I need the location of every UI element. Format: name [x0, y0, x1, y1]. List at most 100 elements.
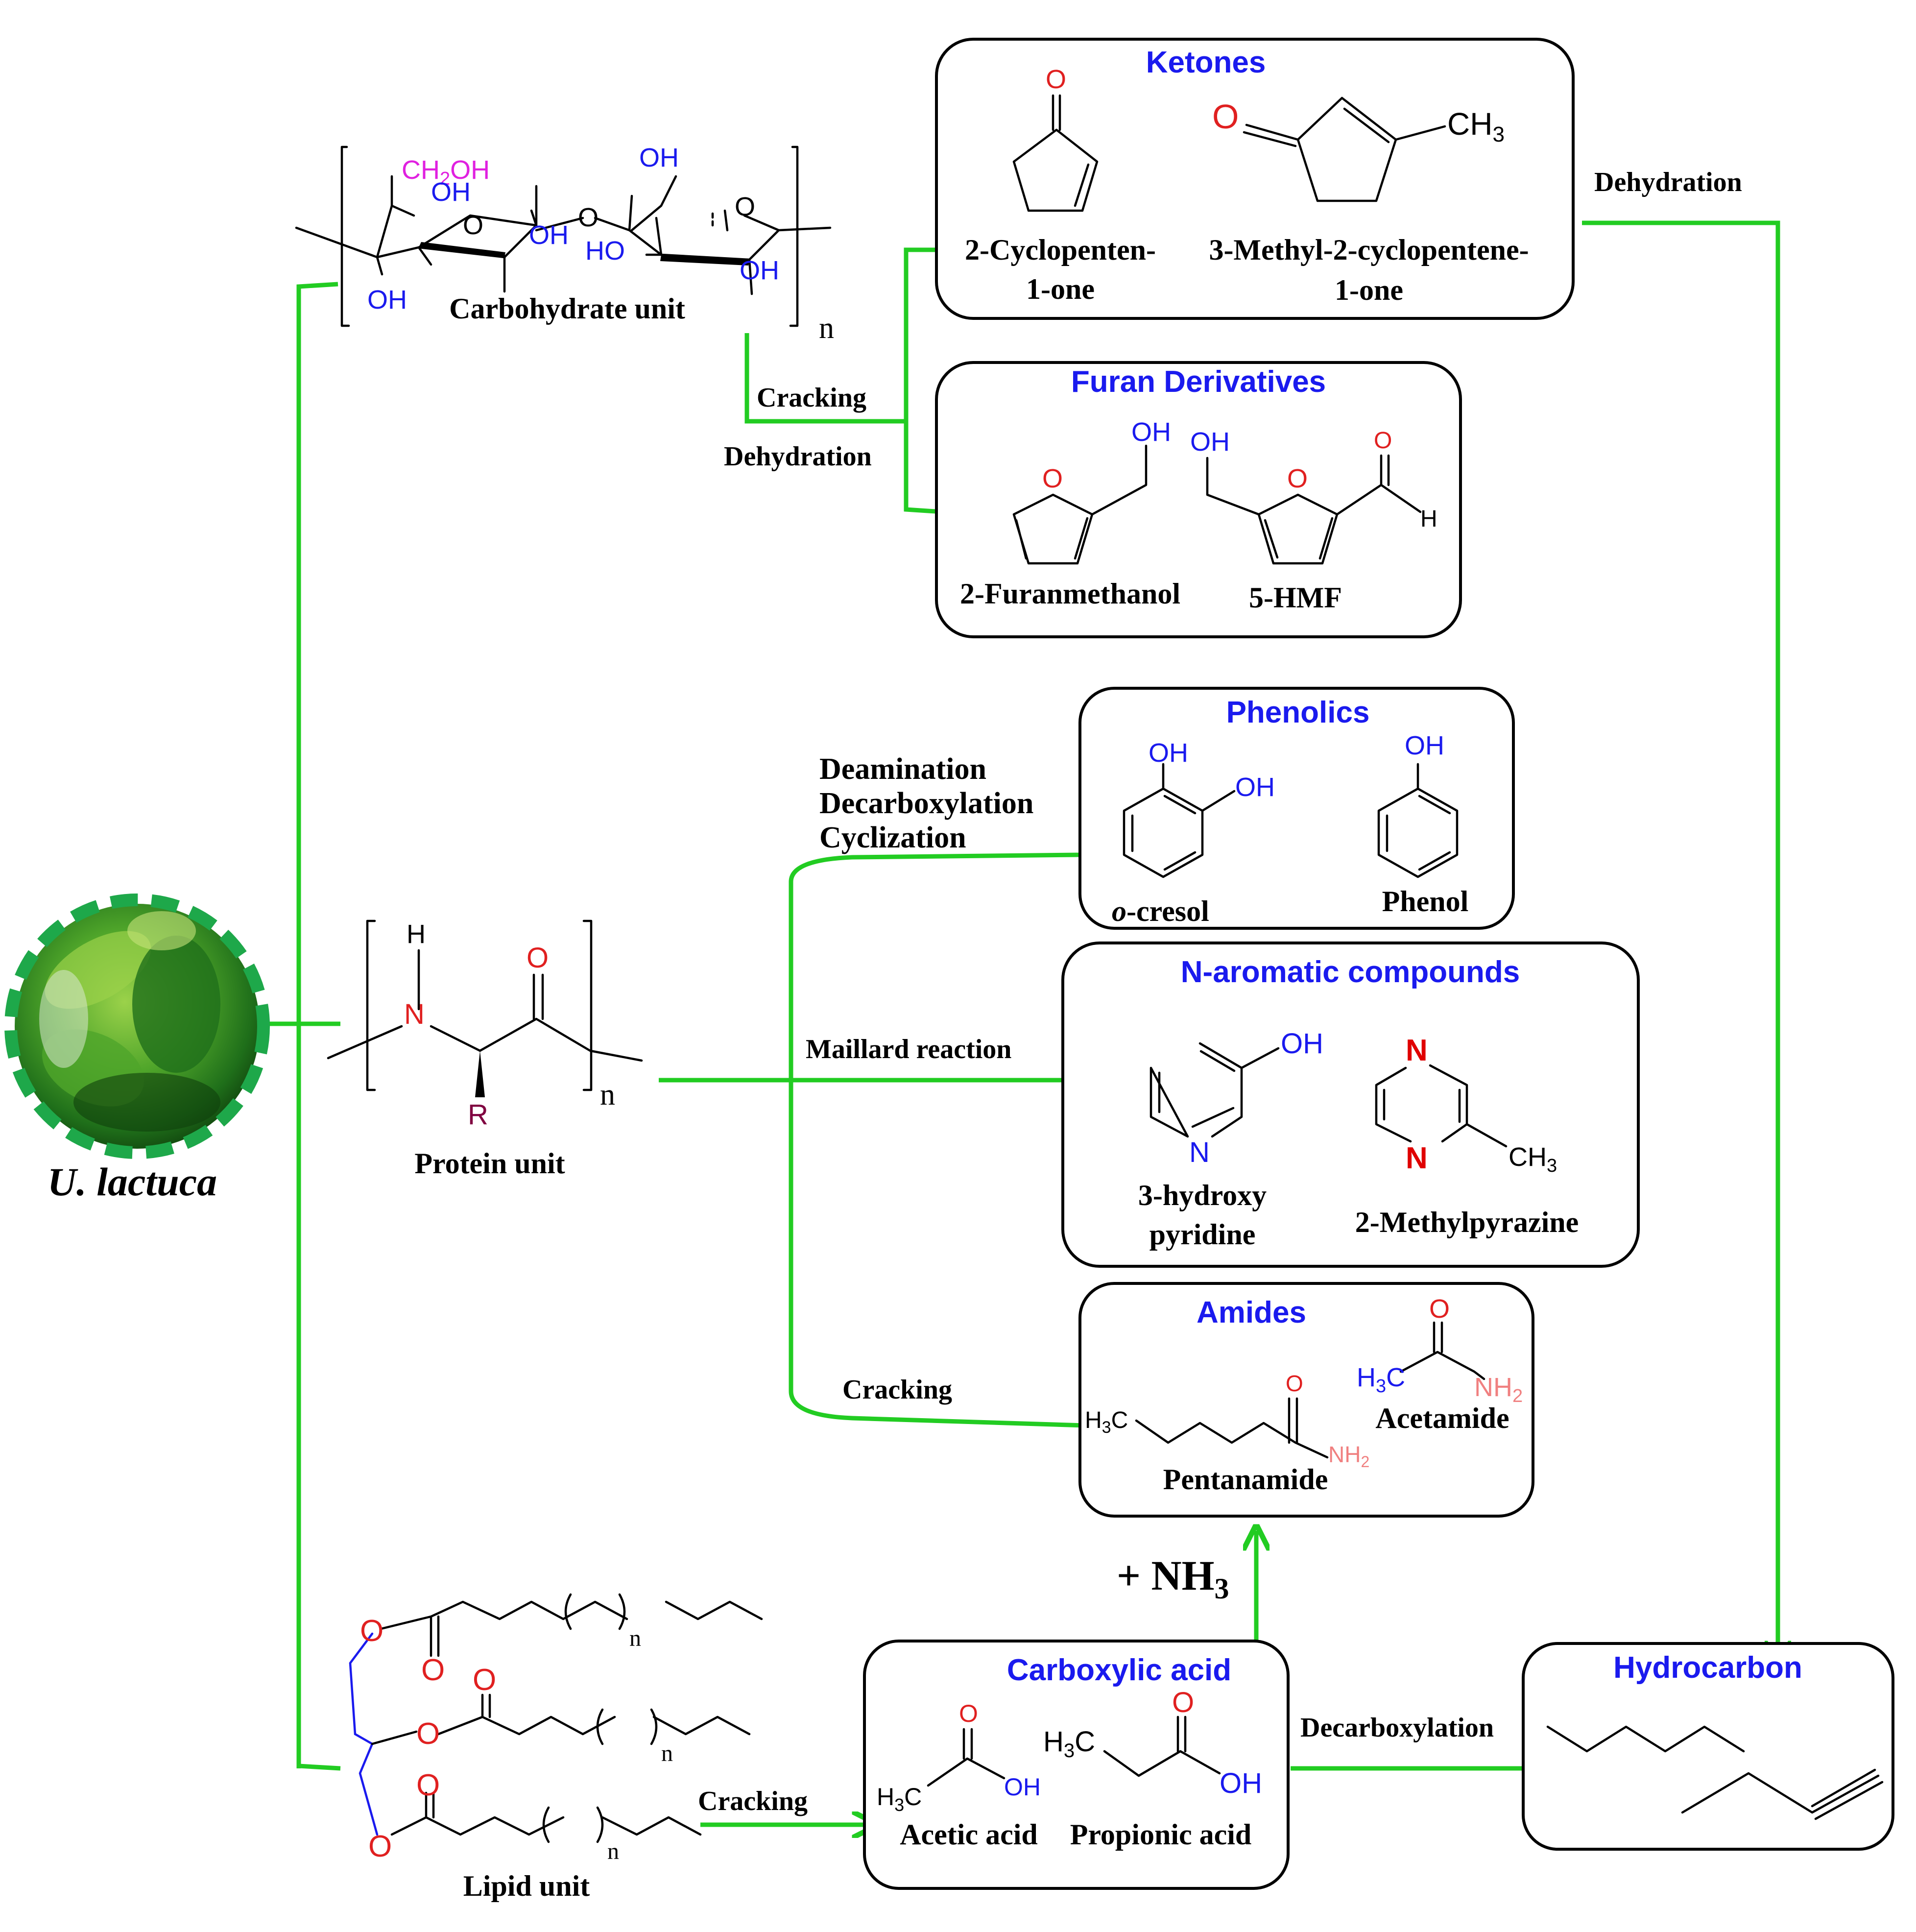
carbohydrate-unit-label: Carbohydrate unit	[449, 292, 685, 325]
protein-h: H	[407, 919, 426, 949]
hmf-aldehyde-h: H	[1420, 506, 1437, 532]
carb-repeat-n: n	[819, 312, 834, 345]
propionic-acid-structure: H3C O OH	[1043, 1687, 1262, 1799]
naromatic-c1-name-l2: pyridine	[1150, 1218, 1256, 1251]
hmf-ring-o: O	[1287, 464, 1308, 493]
phenolics-title: Phenolics	[1226, 696, 1370, 729]
ketone-c1-name-l2: 1-one	[1026, 273, 1095, 305]
pyrazine-n-1: N	[1406, 1034, 1428, 1067]
carb-ring-o-1: O	[463, 211, 483, 240]
protein-branch-line	[789, 852, 1085, 1428]
lipid-o-6: O	[368, 1830, 392, 1863]
pentanamide-nh2: NH2	[1328, 1442, 1369, 1471]
hydroxypyridine-oh: OH	[1281, 1028, 1323, 1060]
ch2oh-label: CH2OH	[402, 155, 490, 189]
acetamide-structure: H3C O NH2	[1357, 1294, 1523, 1406]
pyrazine-ch3: CH3	[1509, 1142, 1557, 1176]
ketone-to-hydrocarbon-arrow	[1582, 220, 1778, 1661]
step-carb-cracking: Cracking	[757, 383, 866, 413]
phenol-oh: OH	[1405, 731, 1444, 760]
amides-box	[1078, 1282, 1534, 1518]
cyclopentenone-o: O	[1046, 65, 1066, 94]
acetic-oh: OH	[1004, 1773, 1041, 1801]
alkyne-structure	[1681, 1768, 1884, 1820]
source-name: U. lactuca	[48, 1159, 217, 1204]
step-lipid-cracking: Cracking	[698, 1786, 808, 1816]
carb-oh-2: OH	[529, 220, 569, 250]
carb-oh-4: OH	[740, 256, 779, 285]
step-decarboxylation: Decarboxylation	[819, 787, 1033, 820]
propionic-h3c: H3C	[1043, 1726, 1095, 1762]
protein-o: O	[527, 942, 549, 974]
ketone-c2-name-l1: 3-Methyl-2-cyclopentene-	[1209, 234, 1529, 266]
pathway-lines	[264, 220, 1778, 1825]
pyrazine-n-2: N	[1406, 1141, 1428, 1175]
step-maillard: Maillard reaction	[806, 1034, 1011, 1064]
protein-structure: H N O R	[327, 919, 643, 1131]
carb-branch-line	[744, 333, 906, 424]
carb-to-products-line	[904, 247, 943, 514]
furans-box	[935, 361, 1462, 638]
pentanamide-o: O	[1286, 1371, 1303, 1396]
lipid-o-1: O	[360, 1614, 383, 1648]
carboxylic-acid-box	[863, 1640, 1290, 1890]
hmf-oh: OH	[1190, 427, 1230, 457]
phenol-structure: OH	[1377, 731, 1459, 878]
propionic-oh: OH	[1220, 1767, 1262, 1799]
carboxylic-acid-title: Carboxylic acid	[1007, 1653, 1231, 1687]
hydroxypyridine-structure: N OH	[1150, 1028, 1323, 1168]
hydrocarbon-box	[1522, 1642, 1894, 1851]
protein-unit-label: Protein unit	[414, 1147, 565, 1180]
furanmethanol-oh: OH	[1131, 417, 1171, 447]
lipid-o-2: O	[421, 1653, 445, 1687]
acid-c1-name: Acetic acid	[900, 1818, 1038, 1851]
step-protein-cracking: Cracking	[842, 1375, 952, 1405]
nh3-reagent-label: + NH3	[1117, 1552, 1229, 1605]
furan-c2-name: 5-HMF	[1249, 581, 1342, 614]
carbohydrate-atoms: CH2OH OH O OH O OH HO O OH OH	[367, 143, 779, 314]
methylcyclopentenone-ch3: CH3	[1447, 106, 1505, 146]
amide-c2-name: Acetamide	[1375, 1402, 1509, 1434]
hmf-aldehyde-o: O	[1374, 428, 1392, 454]
acetic-o: O	[959, 1700, 978, 1727]
phenolic-c1-name: o-cresol	[1112, 895, 1209, 927]
naromatic-box	[1061, 942, 1640, 1268]
propionic-o: O	[1172, 1687, 1194, 1718]
acetamide-h3c: H3C	[1357, 1363, 1405, 1397]
step-decarboxylation-acid: Decarboxylation	[1300, 1713, 1494, 1743]
phenolics-box	[1078, 687, 1515, 930]
trunk-to-lipid-line	[298, 1763, 341, 1771]
ketone-c1-name-l1: 2-Cyclopenten-	[965, 234, 1156, 266]
carb-oh-3: OH	[639, 143, 679, 172]
methylcyclopentenone-o: O	[1212, 97, 1239, 136]
step-cyclization: Cyclization	[819, 821, 966, 854]
furan-c1-name: 2-Furanmethanol	[960, 578, 1180, 610]
lipid-o-3: O	[473, 1663, 496, 1697]
source-trunk-line	[296, 282, 338, 1768]
carb-oh-5: OH	[367, 285, 407, 314]
acetic-acid-structure: H3C O OH	[877, 1700, 1041, 1815]
ketones-box	[935, 38, 1575, 320]
lipid-unit-label: Lipid unit	[463, 1870, 590, 1902]
step-ketone-dehydration: Dehydration	[1594, 167, 1742, 197]
lipid-repeat-n-2: n	[661, 1740, 673, 1766]
furanmethanol-structure: O OH	[1012, 417, 1171, 565]
acid-c2-name: Propionic acid	[1070, 1818, 1252, 1851]
hydroxypyridine-n: N	[1189, 1136, 1210, 1168]
protein-repeat-n: n	[600, 1078, 615, 1111]
naromatic-title: N-aromatic compounds	[1181, 955, 1520, 989]
lipid-o-5: O	[416, 1768, 440, 1802]
amides-title: Amides	[1197, 1296, 1306, 1329]
amide-c1-name: Pentanamide	[1163, 1463, 1328, 1496]
carb-glycosidic-o: O	[578, 203, 599, 232]
lipid-repeat-n-3: n	[607, 1838, 619, 1864]
carb-ho: HO	[585, 236, 625, 266]
acetic-h3c: H3C	[877, 1783, 922, 1815]
pentanamide-structure: H3C O NH2	[1085, 1371, 1369, 1471]
phenolic-c2-name: Phenol	[1382, 885, 1469, 918]
cresol-structure: OH OH	[1123, 738, 1275, 878]
protein-r-group: R	[468, 1099, 488, 1131]
protein-n: N	[404, 998, 425, 1030]
carb-ring-o-2: O	[735, 192, 755, 221]
